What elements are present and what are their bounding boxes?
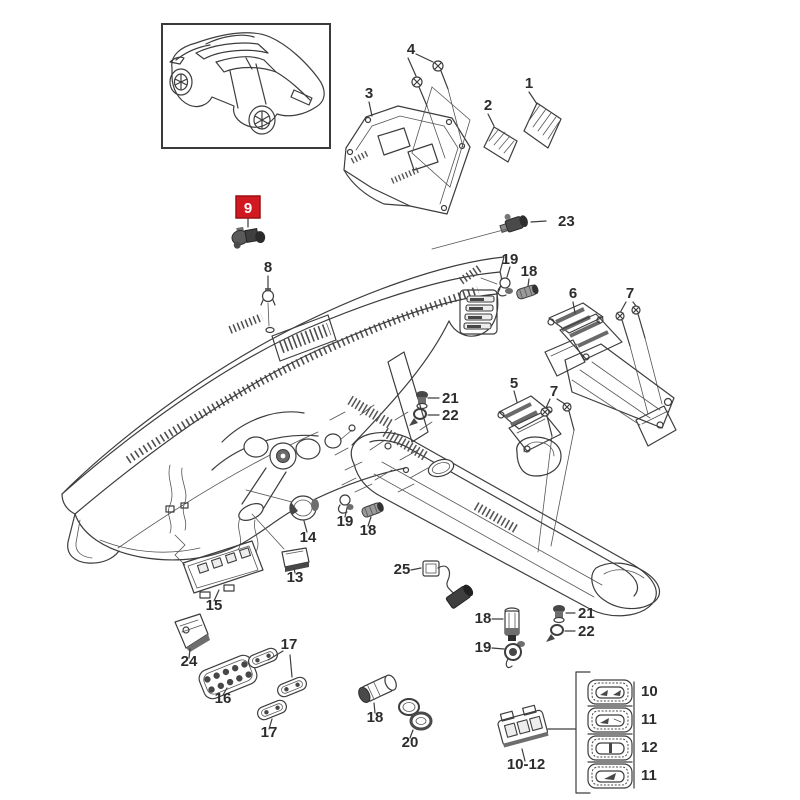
callout-13[interactable]: 13: [287, 569, 304, 586]
part-1-grille-trim: [523, 102, 562, 149]
callout-6[interactable]: 6: [569, 285, 577, 302]
callout-12[interactable]: 12: [641, 739, 658, 756]
callout-23[interactable]: 23: [558, 213, 575, 230]
part-18-lighter-socket: [358, 674, 397, 703]
part-21-grommet-b: [553, 605, 565, 624]
part-22-clip-b: [546, 624, 564, 642]
part-16-switch-panel: [198, 654, 258, 700]
mount-hole: [265, 326, 275, 334]
callout-19c[interactable]: 19: [475, 639, 492, 656]
part-3-bracket-frame: [343, 105, 471, 215]
callout-10-12[interactable]: 10-12: [507, 756, 545, 773]
left-wiring: [165, 464, 189, 566]
car-drawing: [169, 32, 325, 135]
center-stack-structure: [329, 351, 433, 493]
part-15-switch-panel: [182, 540, 264, 599]
part-19-ring-c: [504, 641, 525, 669]
part-24-bracket: [174, 613, 210, 652]
callout-25[interactable]: 25: [394, 561, 411, 578]
callout-1[interactable]: 1: [525, 75, 533, 92]
callout-7-top[interactable]: 7: [626, 285, 634, 302]
switch-face-11b: [587, 763, 633, 789]
callout-22a[interactable]: 22: [442, 407, 459, 424]
callout-24[interactable]: 24: [181, 653, 198, 670]
callout-7-mid[interactable]: 7: [550, 383, 558, 400]
part-5-vent-assembly: [497, 395, 562, 477]
part-17-switches: [248, 647, 307, 721]
part-7-screws-top: [615, 305, 646, 347]
part-13-switch: [281, 547, 310, 572]
part-23-sensor: [431, 213, 528, 250]
callouts: 3 4 1 2 9 23 8 19 18 6 7 5 7 21 22 14 19…: [181, 41, 658, 784]
callout-18d[interactable]: 18: [367, 709, 384, 726]
part-7-screws-mid: [540, 402, 575, 437]
callout-11a[interactable]: 11: [641, 711, 657, 728]
callout-10[interactable]: 10: [641, 683, 658, 700]
switch-face-12: [587, 735, 633, 761]
part-4-screws: [411, 60, 471, 188]
callout-18a[interactable]: 18: [521, 263, 538, 280]
callout-17a[interactable]: 17: [281, 636, 298, 653]
part-25-sensor-cable: [422, 560, 474, 609]
part-21-grommet-a: [416, 391, 428, 410]
part-9-sensor: [231, 226, 266, 249]
part-6-vent-assembly: [544, 302, 675, 429]
callout-11b[interactable]: 11: [641, 767, 657, 784]
callout-3[interactable]: 3: [365, 85, 373, 102]
dashboard-illustration: [61, 256, 677, 617]
callout-14[interactable]: 14: [300, 529, 317, 546]
part-20-rings: [398, 698, 433, 731]
callout-2[interactable]: 2: [484, 97, 492, 114]
callout-21b[interactable]: 21: [578, 605, 595, 622]
callout-21a[interactable]: 21: [442, 390, 459, 407]
switch-face-10: [587, 679, 633, 705]
callout-5[interactable]: 5: [510, 375, 518, 392]
callout-22b[interactable]: 22: [578, 623, 595, 640]
part-18-sleeve-b: [361, 502, 384, 518]
part-22-clip-a: [409, 408, 427, 426]
center-console: [350, 337, 677, 617]
car-inset: [161, 23, 331, 149]
part-2-grille-trim: [483, 126, 518, 163]
callout-16[interactable]: 16: [215, 690, 232, 707]
part-8-grommet: [260, 288, 276, 327]
callout-9[interactable]: 9: [244, 200, 252, 217]
callout-17b[interactable]: 17: [261, 724, 278, 741]
callout-18b[interactable]: 18: [360, 522, 377, 539]
callout-4[interactable]: 4: [407, 41, 416, 58]
callout-8[interactable]: 8: [264, 259, 272, 276]
callout-19a[interactable]: 19: [502, 251, 519, 268]
part-18-lighter-element: [504, 607, 520, 641]
leader-lines: [188, 53, 637, 762]
part-10-12-connector: [497, 704, 549, 748]
callout-9-highlight[interactable]: [235, 195, 261, 219]
callout-15[interactable]: 15: [206, 597, 223, 614]
instrument-cluster: [211, 411, 342, 553]
part-14-knob: [245, 489, 319, 550]
callout-19b[interactable]: 19: [337, 513, 354, 530]
switch-face-11a: [587, 707, 633, 733]
part-19-clip-a: [480, 277, 513, 297]
switch-faces-column: [547, 671, 635, 794]
callout-18c[interactable]: 18: [475, 610, 492, 627]
side-vent-slats: [463, 295, 495, 330]
callout-20[interactable]: 20: [402, 734, 419, 751]
part-18-sleeve-a: [516, 284, 539, 300]
